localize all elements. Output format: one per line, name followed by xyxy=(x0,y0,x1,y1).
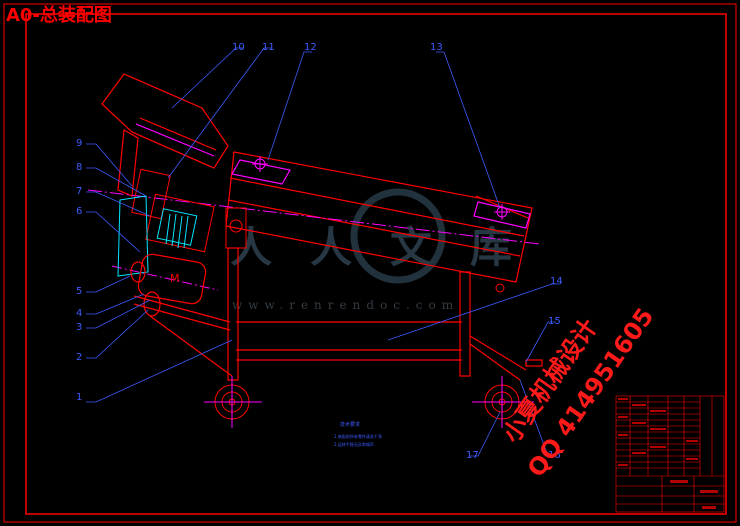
inner-frame xyxy=(25,13,727,515)
callout-11: 11 xyxy=(262,42,275,53)
callout-4: 4 xyxy=(76,308,82,319)
drive-centerline xyxy=(111,265,219,291)
caster-wheel-left xyxy=(204,376,262,428)
leader-lines xyxy=(86,47,560,457)
callout-12: 12 xyxy=(304,42,317,53)
drawing-title: A0-总装配图 xyxy=(6,4,112,26)
parts-list-text xyxy=(618,398,718,509)
callout-9: 9 xyxy=(76,138,82,149)
watermark-url: www.renrendoc.com xyxy=(232,298,459,312)
callout-5: 5 xyxy=(76,286,82,297)
inclined-trough xyxy=(225,151,533,283)
motor-label: M xyxy=(170,272,180,285)
outer-frame xyxy=(3,3,737,523)
callout-10: 10 xyxy=(232,42,245,53)
callout-13: 13 xyxy=(430,42,443,53)
support-frame xyxy=(133,247,543,381)
callout-3: 3 xyxy=(76,322,82,333)
callout-15: 15 xyxy=(548,316,561,327)
overlay-watermark: 小夏机械设计 QQ 414951605 xyxy=(497,303,659,482)
caster-wheel-right xyxy=(472,376,534,428)
drive-assembly xyxy=(117,168,247,277)
callout-6: 6 xyxy=(76,206,82,217)
svg-text:1.装配前所有零件清洗干净: 1.装配前所有零件清洗干净 xyxy=(334,433,382,439)
callout-2: 2 xyxy=(76,352,82,363)
callout-7: 7 xyxy=(76,186,82,197)
callout-1: 1 xyxy=(76,392,82,403)
bearing-marks xyxy=(252,156,510,293)
callout-labels: 1 2 3 4 5 6 7 8 9 10 11 12 13 14 15 16 1… xyxy=(76,42,563,461)
callout-14: 14 xyxy=(550,276,563,287)
svg-text:技术要求: 技术要求 xyxy=(340,421,360,428)
watermark-logo: 人人文库 www.renrendoc.com xyxy=(230,188,550,312)
feed-hopper xyxy=(101,73,229,197)
parts-list-table xyxy=(615,395,725,513)
trough-centerline xyxy=(87,189,541,245)
motor: M xyxy=(130,253,207,317)
svg-text:2.运转平稳无异常噪声: 2.运转平稳无异常噪声 xyxy=(334,441,374,447)
svg-text:人人文库: 人人文库 xyxy=(230,223,550,272)
technical-notes: 技术要求 1.装配前所有零件清洗干净 2.运转平稳无异常噪声 xyxy=(334,421,382,447)
callout-16: 16 xyxy=(548,450,561,461)
callout-17: 17 xyxy=(466,450,479,461)
callout-8: 8 xyxy=(76,162,82,173)
